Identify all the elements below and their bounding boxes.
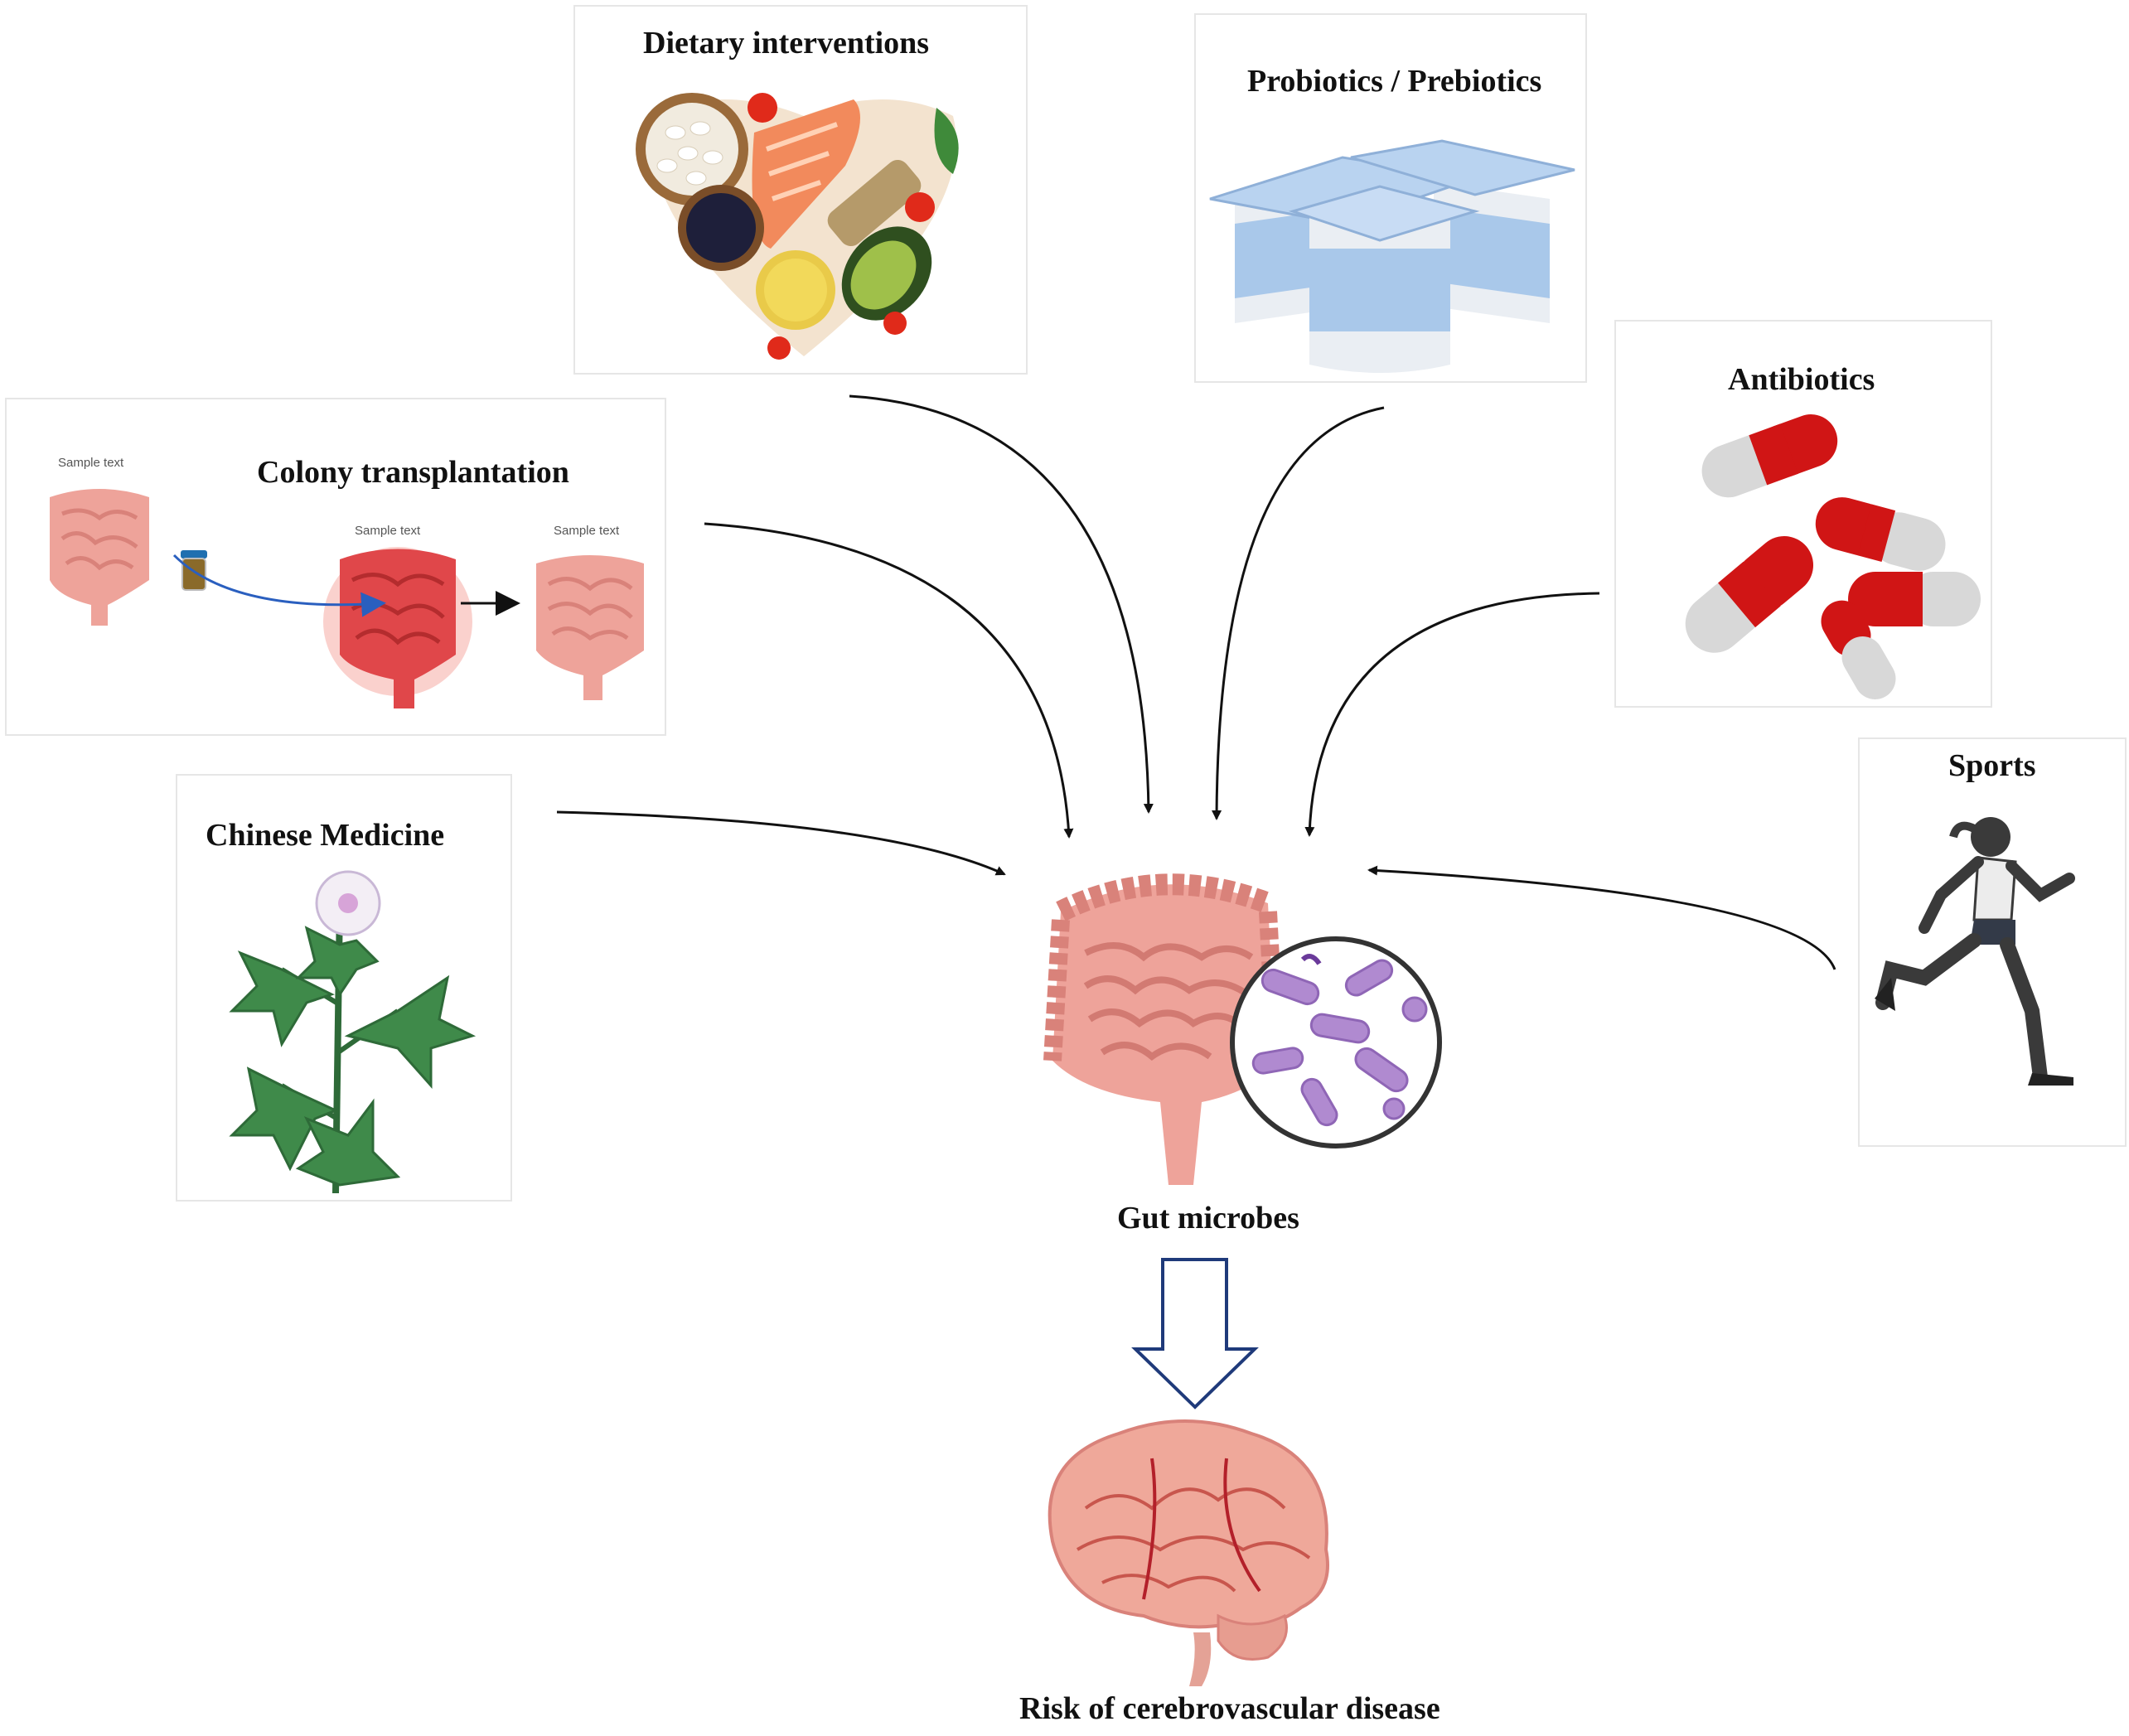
gut-microbes-label: Gut microbes: [1117, 1201, 1299, 1236]
sample-text-3: Sample text: [554, 524, 620, 538]
probiotics-label: Probiotics / Prebiotics: [1247, 64, 1542, 99]
chinese-medicine-label: Chinese Medicine: [206, 818, 445, 853]
arrow-sports: [1367, 865, 1836, 970]
intestine-icon-small-1: [50, 489, 149, 626]
hollow-down-arrow: [1131, 1258, 1259, 1410]
capsule-pills-icon: [1685, 414, 1981, 699]
arrow-antibiotics: [1304, 592, 1600, 837]
dietary-label: Dietary interventions: [643, 26, 930, 60]
intestine-icon: [1043, 873, 1285, 1185]
sample-text-2: Sample text: [355, 524, 421, 538]
brain-icon: [1048, 1419, 1329, 1686]
antibiotics-panel: [1614, 320, 1992, 708]
yogurt-cups-icon: [1209, 139, 1575, 373]
arrow-colony: [704, 522, 1074, 839]
intestine-icon-small-2: [536, 555, 644, 700]
arrow-chinese-medicine: [556, 810, 1006, 876]
intestine-icon-red: [323, 547, 472, 708]
antibiotics-label: Antibiotics: [1728, 362, 1875, 397]
risk-label: Risk of cerebrovascular disease: [1019, 1691, 1440, 1726]
colony-label: Colony transplantation: [257, 455, 569, 490]
arrow-probiotics: [1212, 406, 1385, 820]
bacteria-magnifier-icon: [1230, 936, 1442, 1148]
arrow-dietary: [849, 394, 1154, 814]
sample-text-1: Sample text: [58, 456, 124, 470]
runner-icon: [1875, 817, 2075, 1086]
herb-plant-icon: [229, 870, 477, 1194]
food-bowl-icon: [636, 93, 959, 360]
sports-label: Sports: [1948, 748, 2036, 783]
